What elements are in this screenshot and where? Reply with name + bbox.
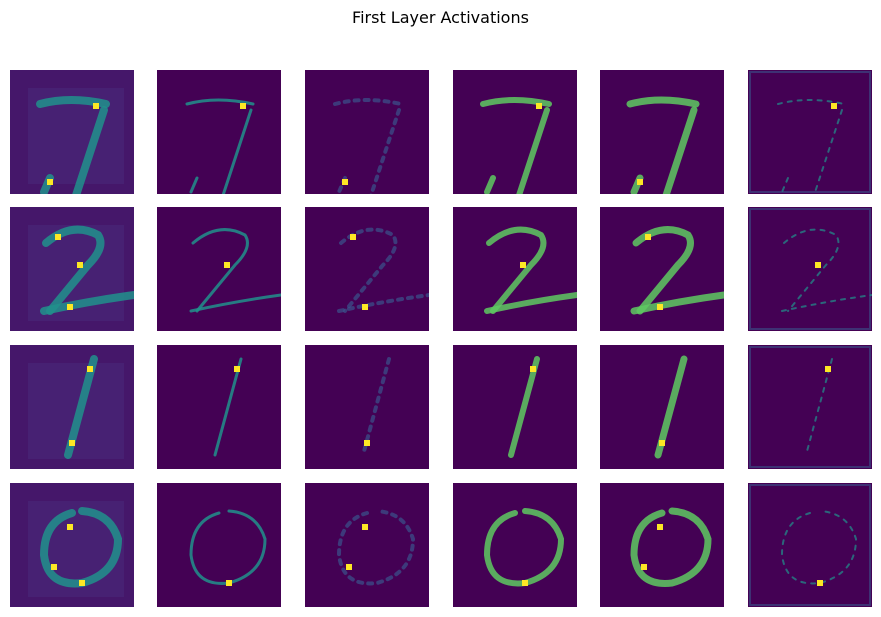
activation-map-r3-c1 xyxy=(10,345,134,469)
activation-map-r2-c1 xyxy=(10,207,134,331)
activation-map-r4-c1 xyxy=(10,483,134,607)
activation-stroke xyxy=(36,96,110,108)
activation-hotspot xyxy=(79,580,85,586)
activation-map-r2-c4 xyxy=(453,207,577,331)
activation-stroke xyxy=(333,98,403,106)
activation-stroke xyxy=(662,106,698,194)
activation-hotspot xyxy=(67,304,73,310)
activation-hotspot xyxy=(93,103,99,109)
activation-stroke xyxy=(781,177,789,193)
activation-stroke xyxy=(805,358,833,456)
activation-stroke xyxy=(516,107,550,194)
activation-stroke xyxy=(486,226,547,314)
activation-stroke xyxy=(783,228,840,312)
activation-map-r1-c2 xyxy=(157,70,281,194)
activation-hotspot xyxy=(657,304,663,310)
activation-map-r2-c6 xyxy=(748,207,872,331)
activation-map-r3-c2 xyxy=(157,345,281,469)
activation-stroke xyxy=(780,510,858,585)
activation-stroke xyxy=(777,99,845,105)
activation-stroke xyxy=(484,175,496,194)
activation-hotspot xyxy=(346,564,352,570)
activation-stroke xyxy=(64,355,98,459)
activation-hotspot xyxy=(51,564,57,570)
activation-hotspot xyxy=(817,580,823,586)
activation-stroke xyxy=(185,98,255,106)
activation-hotspot xyxy=(645,234,651,240)
activation-stroke xyxy=(361,357,391,457)
activation-stroke xyxy=(480,97,552,107)
activation-hotspot xyxy=(831,103,837,109)
activation-map-r3-c3 xyxy=(305,345,429,469)
activation-hotspot xyxy=(69,440,75,446)
activation-stroke xyxy=(40,291,134,315)
activation-hotspot xyxy=(226,580,232,586)
activation-stroke xyxy=(508,356,540,458)
activation-hotspot xyxy=(87,366,93,372)
activation-hotspot xyxy=(240,103,246,109)
activation-stroke xyxy=(630,507,712,587)
activation-hotspot xyxy=(47,179,53,185)
activation-hotspot xyxy=(342,179,348,185)
figure-title: First Layer Activations xyxy=(352,8,529,27)
activation-hotspot xyxy=(224,262,230,268)
activation-hotspot xyxy=(536,103,542,109)
activation-stroke xyxy=(72,106,108,194)
activation-map-r4-c4 xyxy=(453,483,577,607)
activation-map-r1-c6 xyxy=(748,70,872,194)
activation-stroke xyxy=(369,108,401,194)
activation-hotspot xyxy=(234,366,240,372)
activation-map-r4-c3 xyxy=(305,483,429,607)
activation-hotspot xyxy=(520,262,526,268)
activation-stroke xyxy=(189,176,199,194)
activation-stroke xyxy=(42,225,105,315)
activation-hotspot xyxy=(530,366,536,372)
activation-map-r2-c2 xyxy=(157,207,281,331)
activation-hotspot xyxy=(825,366,831,372)
activation-hotspot xyxy=(77,262,83,268)
activation-map-r1-c5 xyxy=(600,70,724,194)
activation-hotspot xyxy=(659,440,665,446)
activation-map-r4-c5 xyxy=(600,483,724,607)
activation-stroke xyxy=(813,109,843,194)
activation-map-r1-c3 xyxy=(305,70,429,194)
activation-hotspot xyxy=(657,524,663,530)
activation-map-r3-c4 xyxy=(453,345,577,469)
activation-stroke xyxy=(336,509,416,586)
activation-hotspot xyxy=(364,440,370,446)
activation-stroke xyxy=(189,293,281,313)
activation-map-r2-c3 xyxy=(305,207,429,331)
activation-map-r4-c6 xyxy=(748,483,872,607)
activation-hotspot xyxy=(522,580,528,586)
activation-stroke xyxy=(630,291,724,315)
activation-stroke xyxy=(191,228,249,313)
activation-stroke xyxy=(337,293,429,313)
activation-hotspot xyxy=(350,234,356,240)
activation-hotspot xyxy=(362,524,368,530)
activation-map-r3-c5 xyxy=(600,345,724,469)
activation-hotspot xyxy=(67,524,73,530)
activation-stroke xyxy=(339,227,398,313)
activation-stroke xyxy=(213,357,243,457)
activation-stroke xyxy=(781,294,872,312)
activation-map-r1-c1 xyxy=(10,70,134,194)
activation-stroke xyxy=(484,292,577,314)
activation-hotspot xyxy=(637,179,643,185)
activation-map-r3-c6 xyxy=(748,345,872,469)
activation-map-r1-c4 xyxy=(453,70,577,194)
activation-hotspot xyxy=(815,262,821,268)
activation-hotspot xyxy=(641,564,647,570)
activation-map-r2-c5 xyxy=(600,207,724,331)
activation-stroke xyxy=(626,96,700,108)
activation-stroke xyxy=(221,108,253,194)
activation-stroke xyxy=(632,226,694,315)
activation-hotspot xyxy=(55,234,61,240)
activation-hotspot xyxy=(362,304,368,310)
activation-map-r4-c2 xyxy=(157,483,281,607)
activation-stroke xyxy=(654,355,688,459)
